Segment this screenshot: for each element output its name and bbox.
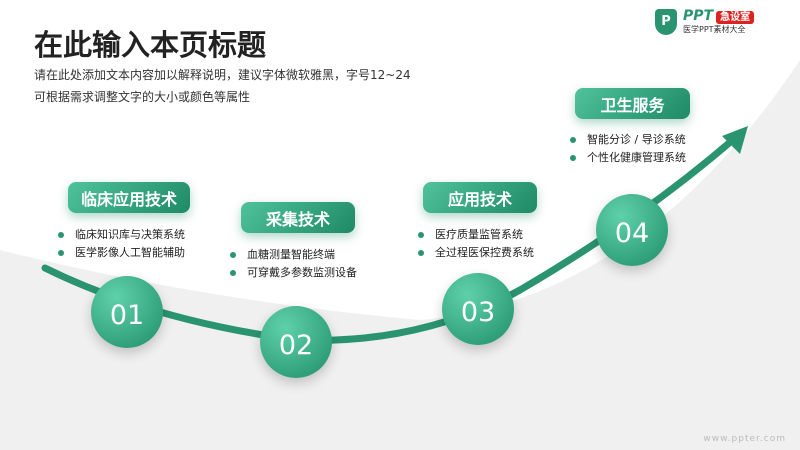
step-1-title: 临床应用技术 — [68, 182, 190, 213]
list-item: 全过程医保控费系统 — [418, 244, 534, 262]
step-3-bullets: 医疗质量监管系统 全过程医保控费系统 — [418, 226, 534, 262]
step-1-bullets: 临床知识库与决策系统 医学影像人工智能辅助 — [58, 226, 185, 262]
list-item: 血糖测量智能终端 — [230, 246, 357, 264]
logo-tagline: 医学PPT素材大全 — [683, 25, 746, 34]
step-4-circle: 04 — [596, 194, 668, 266]
step-4-bullets: 智能分诊 / 导诊系统 个性化健康管理系统 — [570, 131, 686, 167]
step-3-circle: 03 — [442, 273, 514, 345]
list-item: 个性化健康管理系统 — [570, 149, 686, 167]
logo-badge: 急设室 — [716, 11, 755, 24]
list-item: 医学影像人工智能辅助 — [58, 244, 185, 262]
page-title: 在此输入本页标题 — [34, 28, 267, 62]
footer-url: www.ppter.com — [703, 434, 786, 444]
arrow-head-icon — [722, 126, 748, 154]
step-3-title: 应用技术 — [423, 182, 537, 213]
subtitle-line-2: 可根据需求调整文字的大小或颜色等属性 — [34, 90, 251, 104]
list-item: 医疗质量监管系统 — [418, 226, 534, 244]
step-4-title: 卫生服务 — [575, 88, 690, 119]
subtitle-line-1: 请在此处添加文本内容加以解释说明，建议字体微软雅黑，字号12~24 — [34, 68, 411, 82]
list-item: 可穿戴多参数监测设备 — [230, 264, 357, 282]
list-item: 智能分诊 / 导诊系统 — [570, 131, 686, 149]
shield-logo-icon: P — [655, 8, 677, 35]
step-1-circle: 01 — [91, 276, 163, 348]
list-item: 临床知识库与决策系统 — [58, 226, 185, 244]
step-2-title: 采集技术 — [241, 202, 355, 233]
gray-background-shape — [0, 60, 800, 450]
logo-brand: PPT — [683, 8, 714, 24]
step-2-circle: 02 — [260, 306, 332, 378]
step-2-bullets: 血糖测量智能终端 可穿戴多参数监测设备 — [230, 246, 357, 282]
